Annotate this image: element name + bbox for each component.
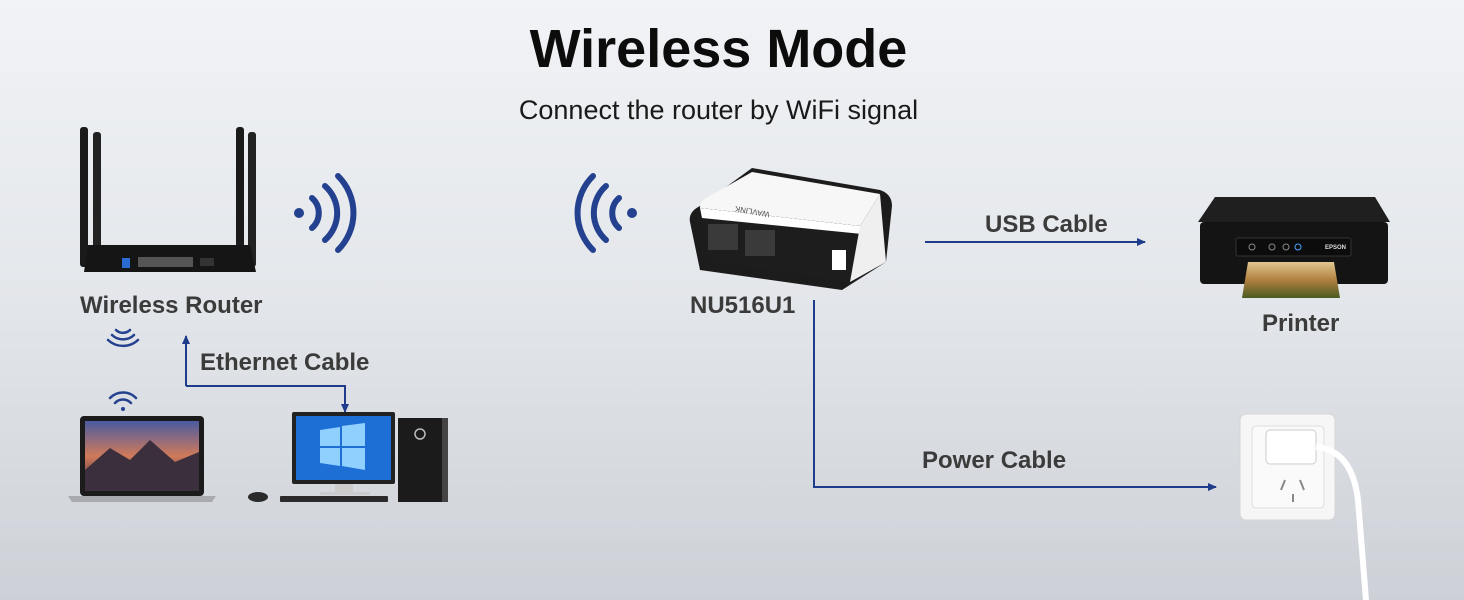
printer-label: Printer — [1262, 310, 1340, 337]
power-cable-label: Power Cable — [922, 447, 1067, 474]
power-outlet-image — [1239, 413, 1369, 600]
wifi-icon — [106, 328, 140, 348]
page-title: Wireless Mode — [529, 19, 908, 79]
printer-image: EPSON — [1198, 197, 1390, 298]
wireless-router-label: Wireless Router — [80, 292, 263, 319]
svg-text:EPSON: EPSON — [1325, 245, 1346, 251]
laptop-image — [68, 416, 216, 502]
wifi-icon — [108, 391, 138, 411]
device-label: NU516U1 — [690, 292, 796, 319]
ethernet-cable-label: Ethernet Cable — [200, 349, 370, 376]
usb-cable-label: USB Cable — [985, 211, 1108, 238]
nu516u1-device-image: WAVLINK — [689, 168, 892, 290]
desktop-computer-image — [248, 412, 448, 502]
wireless-router-image — [80, 127, 256, 272]
power-cable-arrow — [813, 300, 1217, 491]
page-subtitle: Connect the router by WiFi signal — [518, 95, 919, 125]
wifi-signal-icon — [574, 173, 637, 253]
wifi-signal-icon — [294, 173, 357, 253]
